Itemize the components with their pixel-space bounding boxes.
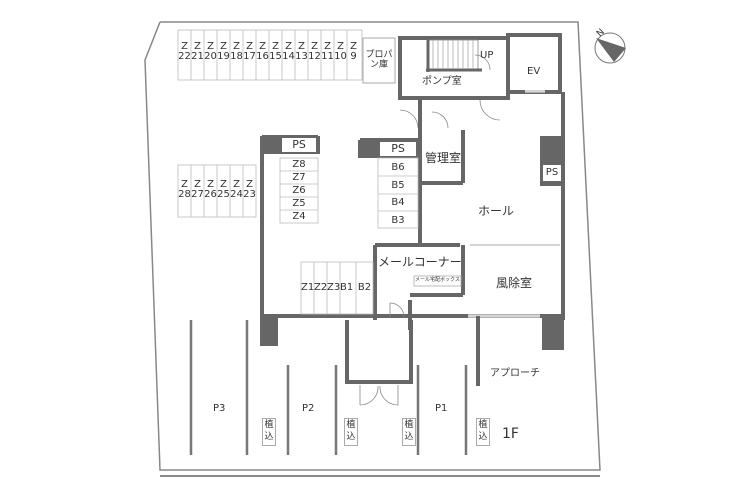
compass-icon <box>594 32 626 64</box>
windbreak-room-label: 風除室 <box>496 276 533 290</box>
planting-4: 植込 <box>476 418 490 446</box>
hall-label: ホール <box>478 204 515 218</box>
bike-slot: B1 <box>340 282 354 293</box>
planting-1: 植込 <box>262 418 276 446</box>
delivery-box-label: メール宅配ボックス <box>415 277 460 283</box>
parking-space-p3: P3 <box>213 403 226 414</box>
management-room-label: 管理室 <box>425 151 462 165</box>
bike-slot: Z1 <box>301 282 315 293</box>
ps-label-2: PS <box>380 142 416 156</box>
bike-slot: Z4 <box>292 211 306 222</box>
bike-slot: B3 <box>391 214 405 226</box>
elevator-label: EV <box>527 66 541 77</box>
bike-slot: B4 <box>391 197 405 208</box>
parking-space-p1: P1 <box>435 403 448 414</box>
mail-corner-label: メールコーナー <box>378 255 462 269</box>
bike-slot: Z6 <box>292 185 306 196</box>
bike-slot: Z5 <box>292 198 306 209</box>
bike-slot: B6 <box>391 162 405 173</box>
bike-slot: Z2 <box>314 282 328 293</box>
planting-3: 植込 <box>402 418 416 446</box>
floor-label: 1F <box>502 426 519 442</box>
ps-label-3: PS <box>543 165 561 181</box>
pump-room-label: ポンプ室 <box>422 76 462 87</box>
parking-space-p2: P2 <box>302 403 315 414</box>
stairs-up-label: UP <box>480 50 494 61</box>
bike-slot: Z3 <box>327 282 341 293</box>
bike-slot: B2 <box>357 282 372 293</box>
bike-slot: B5 <box>391 179 405 191</box>
bike-slot: Z7 <box>292 172 306 183</box>
propane-storage-label: プロパン庫 <box>365 50 393 70</box>
approach-label: アプローチ <box>490 368 540 379</box>
ps-label-1: PS <box>282 138 316 152</box>
bike-slot: Z8 <box>292 159 306 170</box>
planting-2: 植込 <box>344 418 358 446</box>
